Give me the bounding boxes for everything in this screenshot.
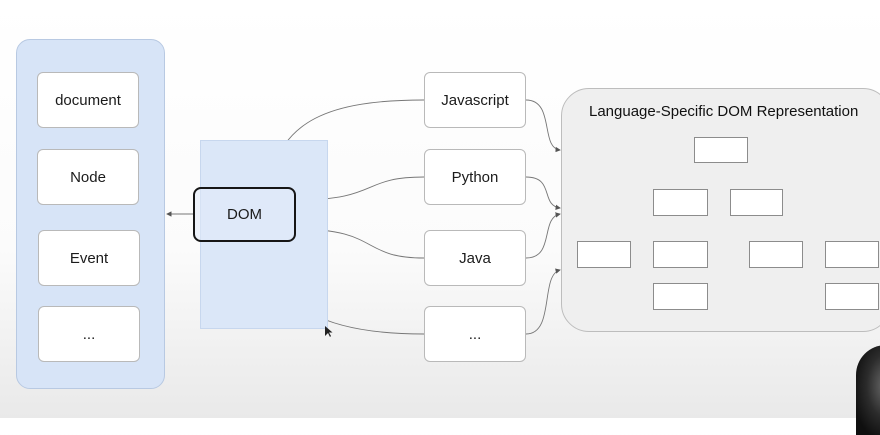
language-label: ...	[468, 325, 482, 343]
api-item-node: Node	[37, 149, 139, 205]
language-label: Java	[459, 249, 491, 267]
tree-node-level2-d	[825, 241, 879, 268]
api-item-label: Event	[69, 249, 109, 267]
api-item-event: Event	[38, 230, 140, 286]
representation-title: Language-Specific DOM Representation	[589, 103, 859, 120]
mouse-cursor-icon	[325, 326, 333, 337]
api-item-label: document	[55, 91, 121, 109]
presenter-thumbnail	[856, 345, 880, 435]
language-python: Python	[424, 149, 526, 205]
api-item-more: ...	[38, 306, 140, 362]
tree-node-level2-c	[749, 241, 803, 268]
language-more: ...	[424, 306, 526, 362]
diagram: document Node Event ... DOM Javascript P…	[16, 39, 880, 435]
dom-label: DOM	[227, 206, 262, 223]
language-label: Javascript	[441, 91, 509, 109]
language-javascript: Javascript	[424, 72, 526, 128]
dom-node: DOM	[193, 187, 296, 242]
tree-node-level1-right	[730, 189, 783, 216]
tree-node-level2-b	[653, 241, 708, 268]
tree-node-level2-a	[577, 241, 631, 268]
other-to-rep-arrow	[525, 268, 561, 335]
python-to-rep-arrow	[525, 176, 561, 210]
language-java: Java	[424, 230, 526, 286]
tree-node-root	[694, 137, 748, 163]
tree-node-level3-a	[653, 283, 708, 310]
language-label: Python	[451, 168, 499, 186]
java-to-rep-arrow	[525, 212, 561, 259]
javascript-to-rep-arrow	[525, 99, 561, 153]
api-item-label: Node	[70, 168, 106, 186]
tree-node-level3-b	[825, 283, 879, 310]
api-item-label: ...	[82, 325, 96, 343]
api-item-document: document	[37, 72, 139, 128]
tree-node-level1-left	[653, 189, 708, 216]
